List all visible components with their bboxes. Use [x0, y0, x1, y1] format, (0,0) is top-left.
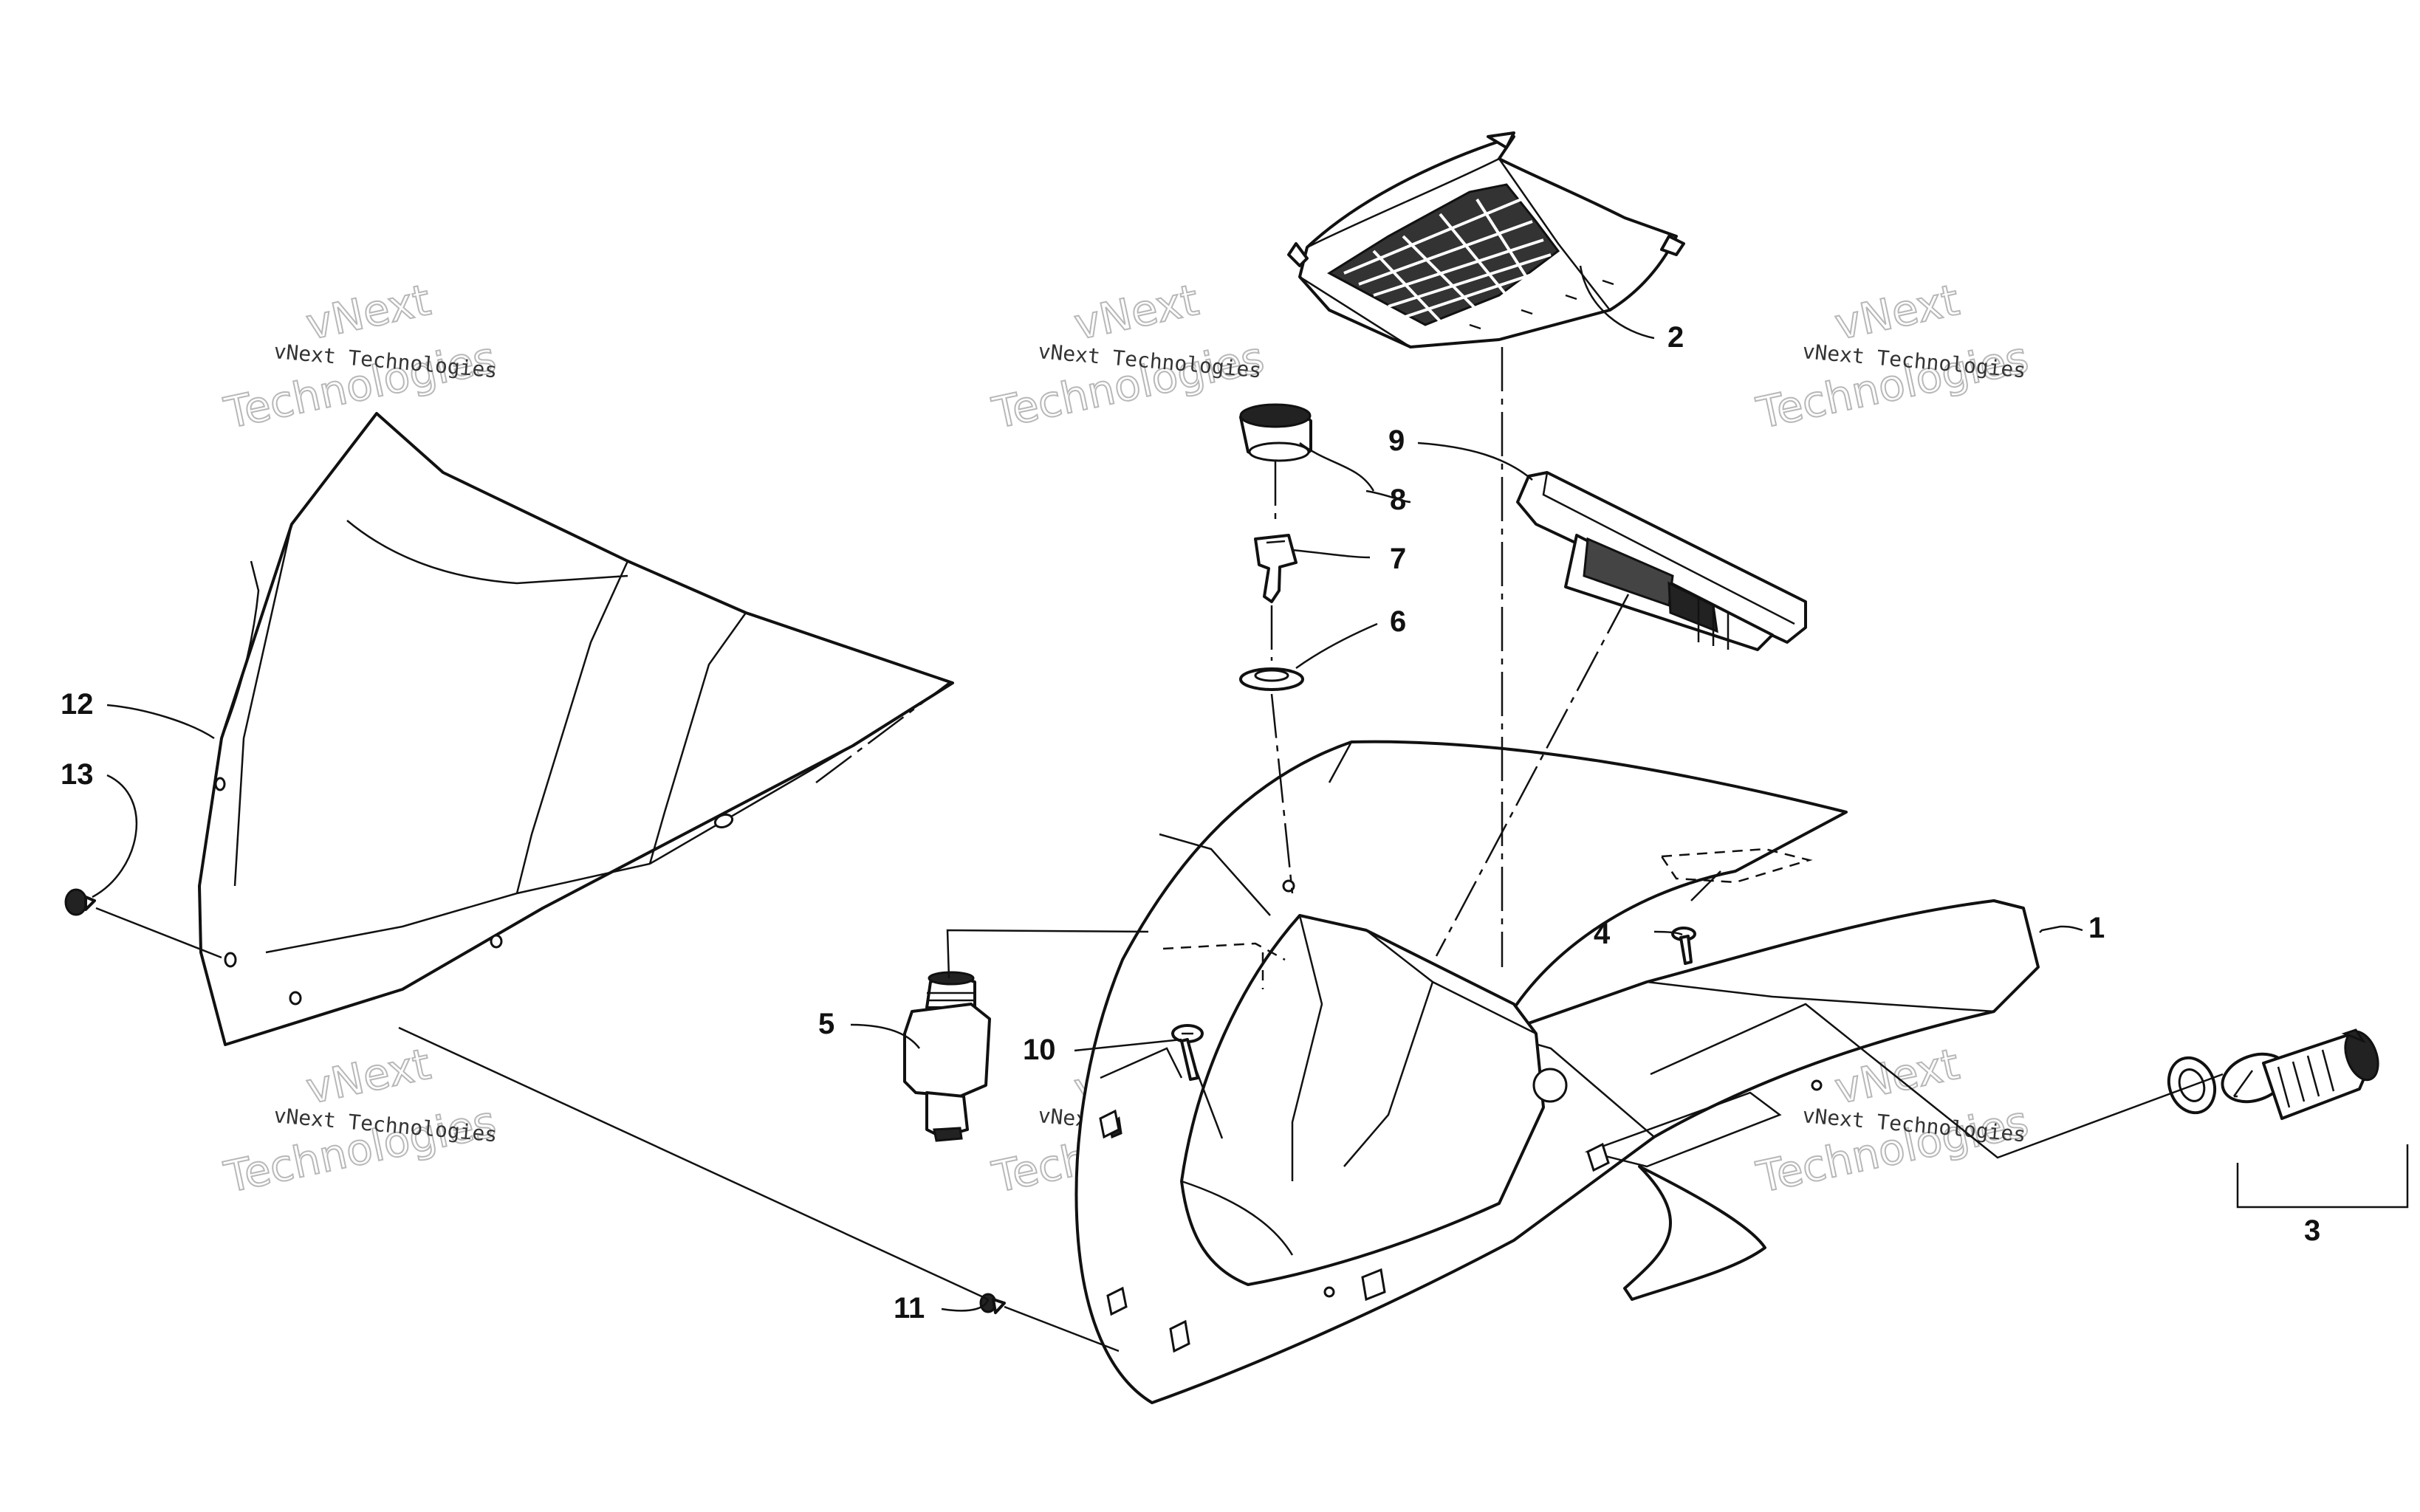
alignment-line-windshield	[815, 682, 950, 783]
windshield-part-12	[198, 412, 954, 1046]
callout-9: 9	[1388, 425, 1405, 457]
callout-3: 3	[2304, 1214, 2320, 1247]
watermark-top-right: vNext Technologies vNext Technologies	[1752, 274, 2034, 439]
callout-7: 7	[1390, 543, 1406, 575]
alignment-line-display	[1435, 594, 1630, 957]
callout-4: 4	[1594, 918, 1611, 950]
watermark-bottom-left: vNext Technologies vNext Technologies	[219, 1038, 501, 1203]
callout-2: 2	[1667, 321, 1684, 354]
alignment-line-switch	[1270, 693, 1294, 894]
key-cap-part-8	[1239, 403, 1312, 462]
key-part-7	[1254, 534, 1298, 603]
callout-11: 11	[894, 1292, 925, 1324]
screw-part-4	[1671, 927, 1696, 965]
push-rivet-part-11	[979, 1293, 1006, 1314]
power-outlet-part-3	[2167, 1028, 2379, 1120]
push-rivet-part-13	[64, 888, 96, 916]
callout-13: 13	[61, 758, 94, 791]
nut-part-6	[1239, 667, 1304, 691]
mesh-pattern	[1327, 183, 1560, 326]
switch-part-5	[903, 971, 991, 1142]
callout-6: 6	[1390, 605, 1406, 638]
watermark-top-center: vNext Technologies vNext Technologies	[987, 274, 1269, 439]
callout-1: 1	[2088, 912, 2105, 944]
storage-tray-part-2	[1287, 131, 1685, 348]
watermark-vnext: vNext	[302, 1039, 435, 1114]
callout-8: 8	[1390, 484, 1406, 516]
screw-part-10	[1171, 1024, 1204, 1081]
watermark-vnext: vNext	[1070, 275, 1203, 350]
callout-12: 12	[61, 688, 94, 721]
hood-part-1	[1074, 740, 2040, 1404]
callout-5: 5	[818, 1008, 834, 1040]
callout-10: 10	[1023, 1034, 1056, 1066]
watermark-vnext: vNext	[302, 275, 435, 350]
watermark-top-left: vNext Technologies vNext Technologies	[219, 274, 501, 439]
leader-lines	[92, 265, 2409, 1353]
watermark-vnext: vNext	[1831, 275, 1964, 350]
display-module-part-9	[1516, 471, 1807, 651]
